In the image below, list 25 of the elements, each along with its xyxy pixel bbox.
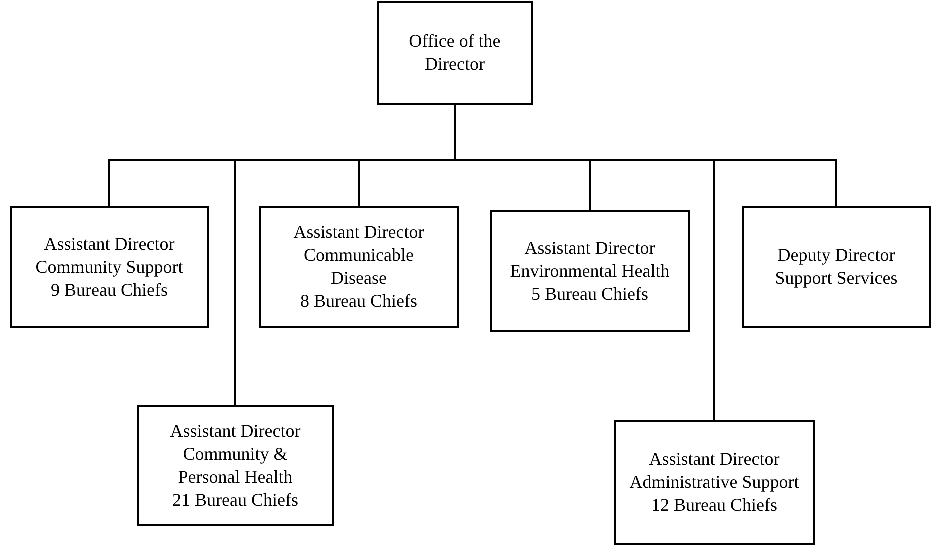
box-text: 21 Bureau Chiefs (172, 488, 298, 512)
box-text: Communicable Disease (303, 244, 415, 290)
box-text: Assistant Director (524, 236, 656, 260)
org-box (490, 210, 690, 332)
box-text: Support Services (775, 267, 898, 290)
box-text: Deputy Director (778, 244, 896, 267)
box-text: Assistant Director (44, 232, 175, 256)
org-box (377, 1, 533, 105)
org-box (742, 206, 931, 328)
box-text: 12 Bureau Chiefs (652, 494, 778, 517)
box-text: Environmental Health (510, 260, 670, 282)
box-text: Community Support (36, 256, 184, 278)
box-text: Office of the Director (408, 30, 502, 76)
org-box (10, 206, 209, 328)
box-text: 5 Bureau Chiefs (532, 282, 648, 306)
org-box (137, 405, 334, 526)
box-text: Community & Personal Health (177, 442, 294, 488)
box-text: 9 Bureau Chiefs (51, 278, 168, 302)
box-text: Assistant Director (649, 448, 780, 471)
box-text: Assistant Director (294, 221, 424, 244)
box-text: Assistant Director (170, 420, 301, 442)
org-box (259, 206, 459, 328)
box-text: 8 Bureau Chiefs (300, 290, 418, 313)
box-text: Administrative Support (630, 471, 800, 494)
org-box (614, 420, 815, 545)
